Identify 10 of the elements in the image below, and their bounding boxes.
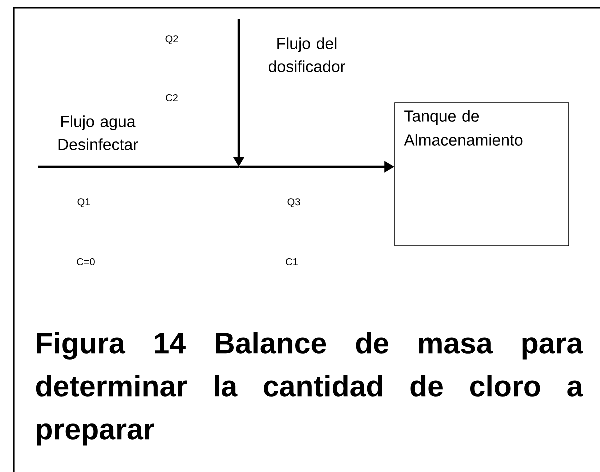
variable-label: C1 [286,258,298,266]
variable-label: Q1 [78,198,90,208]
variable-label: Q2 [166,36,178,44]
caption: Figura 14 Balance de masa para determinar la cantidad de cloro a preparar [36,332,584,446]
edge-label: Flujo del dosificador [269,38,346,72]
variable-label: C=0 [77,258,95,266]
variable-label: C2 [166,94,178,102]
tank-box: Tanque de Almacenamiento [394,102,570,246]
variable-label: Q3 [288,198,300,208]
edge-label: Flujo agua Desinfectar [58,116,138,150]
